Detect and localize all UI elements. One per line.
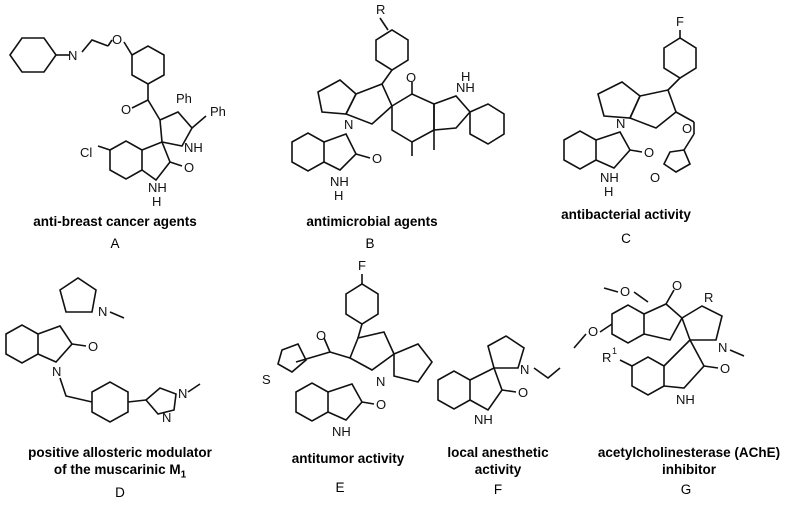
atom-o: O xyxy=(720,361,730,376)
caption-d-line1: positive allosteric modulator xyxy=(28,445,212,460)
atom-n: N xyxy=(178,386,187,401)
caption-g-line2: inhibitor xyxy=(662,462,716,477)
atom-n: N xyxy=(162,410,171,425)
structure-b: R N O NH H O NH H xyxy=(291,2,505,203)
atom-nh: NH xyxy=(332,424,351,439)
caption-g: acetylcholinesterase (AChE) inhibitor xyxy=(580,444,798,478)
atom-nh: NH xyxy=(148,180,167,195)
caption-g-line1: acetylcholinesterase (AChE) xyxy=(597,445,781,460)
caption-c: antibacterial activity xyxy=(561,207,691,222)
atom-h: H xyxy=(461,69,470,84)
atom-f: F xyxy=(676,14,684,29)
atom-nh: NH xyxy=(600,170,619,185)
atom-n: N xyxy=(376,374,385,389)
structure-c: F N O O O NH H xyxy=(563,14,697,199)
atom-n: N xyxy=(616,116,625,131)
atom-o: O xyxy=(406,70,416,85)
atom-o: O xyxy=(316,328,326,343)
label-d: D xyxy=(115,485,125,500)
atom-nh: NH xyxy=(184,140,203,155)
caption-d: positive allosteric modulator of the mus… xyxy=(0,444,240,484)
atom-s: S xyxy=(262,372,271,387)
atom-n: N xyxy=(718,340,727,355)
atom-nh: NH xyxy=(330,174,349,189)
atom-nh: NH xyxy=(676,392,695,407)
atom-o: O xyxy=(184,160,194,175)
atom-o: O xyxy=(121,102,131,117)
structure-a: N O O Ph Ph NH O NH H Cl xyxy=(9,32,226,209)
caption-a: anti-breast cancer agents xyxy=(33,214,197,229)
atom-o: O xyxy=(376,397,386,412)
atom-o: O xyxy=(682,121,692,136)
atom-f: F xyxy=(358,258,366,273)
atom-o: O xyxy=(644,145,654,160)
label-f: F xyxy=(493,482,503,497)
atom-n: N xyxy=(52,364,61,379)
atom-cl: Cl xyxy=(80,145,92,160)
atom-h: H xyxy=(152,194,161,209)
label-a: A xyxy=(110,236,120,251)
atom-o: O xyxy=(650,170,660,185)
atom-n: N xyxy=(98,304,107,319)
atom-n: N xyxy=(68,48,77,63)
atom-o: O xyxy=(620,284,630,299)
atom-n: N xyxy=(344,117,353,132)
caption-d-line2: of the muscarinic M xyxy=(53,462,181,477)
caption-d-subscript: 1 xyxy=(180,469,187,481)
atom-r: R xyxy=(704,290,713,305)
atom-h: H xyxy=(334,188,343,203)
structure-f: N O NH xyxy=(437,335,561,427)
label-e: E xyxy=(335,480,345,495)
label-b: B xyxy=(365,236,375,251)
structure-g: O O O R N O NH R 1 xyxy=(573,278,745,407)
label-c: C xyxy=(621,231,631,246)
atom-o: O xyxy=(112,32,122,47)
atom-nh: NH xyxy=(474,412,493,427)
structure-e: F N O S O NH xyxy=(262,258,433,439)
caption-b: antimicrobial agents xyxy=(306,214,438,229)
atom-r: R xyxy=(376,2,385,17)
caption-e: antitumor activity xyxy=(291,451,405,466)
atom-ph: Ph xyxy=(210,104,226,119)
atom-ph: Ph xyxy=(176,91,192,106)
atom-r1: R xyxy=(602,350,611,365)
label-g: G xyxy=(680,482,692,497)
atom-nh: NH xyxy=(456,80,475,95)
atom-o: O xyxy=(372,151,382,166)
atom-o: O xyxy=(672,278,682,293)
atom-o: O xyxy=(518,385,528,400)
caption-f-line2: activity xyxy=(474,462,522,477)
caption-f-line1: local anesthetic xyxy=(447,445,549,460)
caption-f: local anesthetic activity xyxy=(428,444,568,478)
atom-o: O xyxy=(88,339,98,354)
atom-h: H xyxy=(604,184,613,199)
atom-o: O xyxy=(588,324,598,339)
atom-r1-superscript: 1 xyxy=(612,346,617,356)
structure-d: N O N N N xyxy=(5,277,201,425)
atom-n: N xyxy=(520,362,529,377)
